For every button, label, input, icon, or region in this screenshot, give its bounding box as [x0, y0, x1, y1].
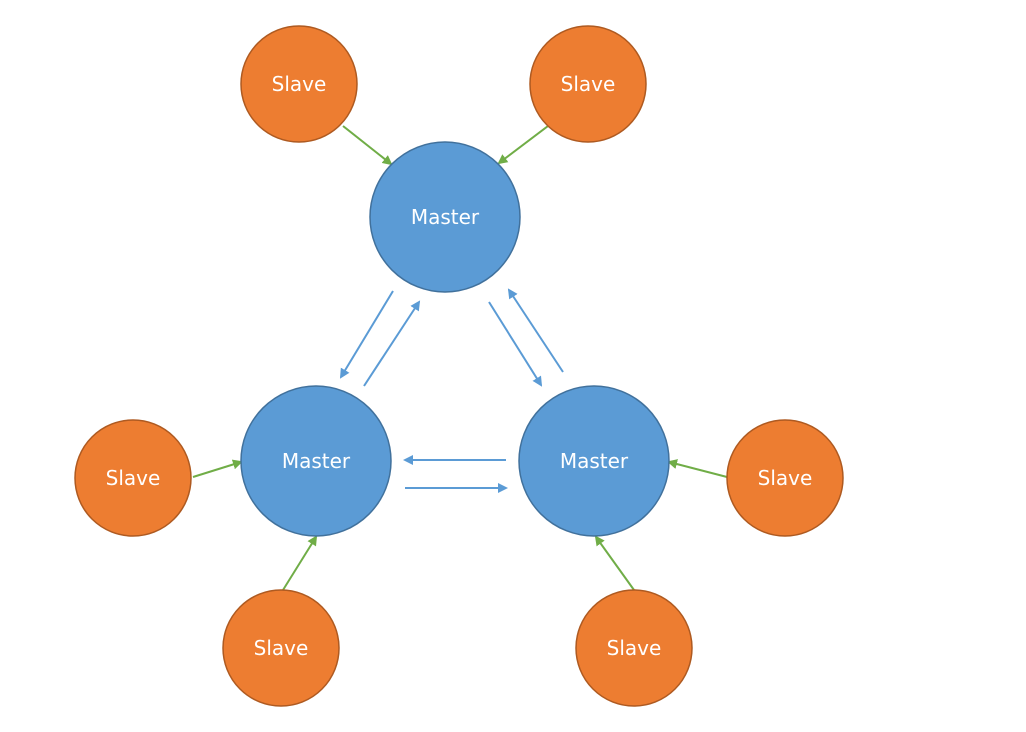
sync-arrow-master-left-to-master-top [363, 300, 421, 387]
slave-label: Slave [607, 636, 662, 660]
master-label: Master [411, 205, 480, 229]
slave-circle [222, 589, 340, 707]
slave-label: Slave [561, 72, 616, 96]
slave-left-node: Slave [74, 419, 192, 537]
slave-circle [726, 419, 844, 537]
slave-top-left-node: Slave [240, 25, 358, 143]
sync-arrow-master-right-to-master-top [507, 288, 564, 373]
slave-label: Slave [106, 466, 161, 490]
replication-arrow-slave-right-to-master-right [667, 459, 728, 478]
slave-top-right-node: Slave [529, 25, 647, 143]
slave-circle [529, 25, 647, 143]
slave-right-node: Slave [726, 419, 844, 537]
sync-arrow-master-top-to-master-left [339, 290, 394, 379]
master-label: Master [282, 449, 351, 473]
replication-arrow-slave-top-left-to-master-top [342, 125, 393, 166]
master-label: Master [560, 449, 629, 473]
slave-label: Slave [254, 636, 309, 660]
replication-arrow-slave-bottom-left-to-master-left [282, 535, 318, 591]
replication-arrow-slave-top-right-to-master-top [497, 125, 549, 165]
slave-bottom-left-node: Slave [222, 589, 340, 707]
slave-label: Slave [272, 72, 327, 96]
master-right-node: Master [518, 385, 670, 537]
master-left-node: Master [240, 385, 392, 537]
sync-arrow-master-top-to-master-right [488, 301, 543, 387]
slave-bottom-right-node: Slave [575, 589, 693, 707]
slave-circle [74, 419, 192, 537]
master-circle [369, 141, 521, 293]
replication-arrow-slave-bottom-right-to-master-right [594, 535, 635, 591]
slave-circle [240, 25, 358, 143]
master-circle [518, 385, 670, 537]
replication-arrow-slave-left-to-master-left [192, 459, 243, 478]
master-circle [240, 385, 392, 537]
slave-label: Slave [758, 466, 813, 490]
slave-circle [575, 589, 693, 707]
master-top-node: Master [369, 141, 521, 293]
